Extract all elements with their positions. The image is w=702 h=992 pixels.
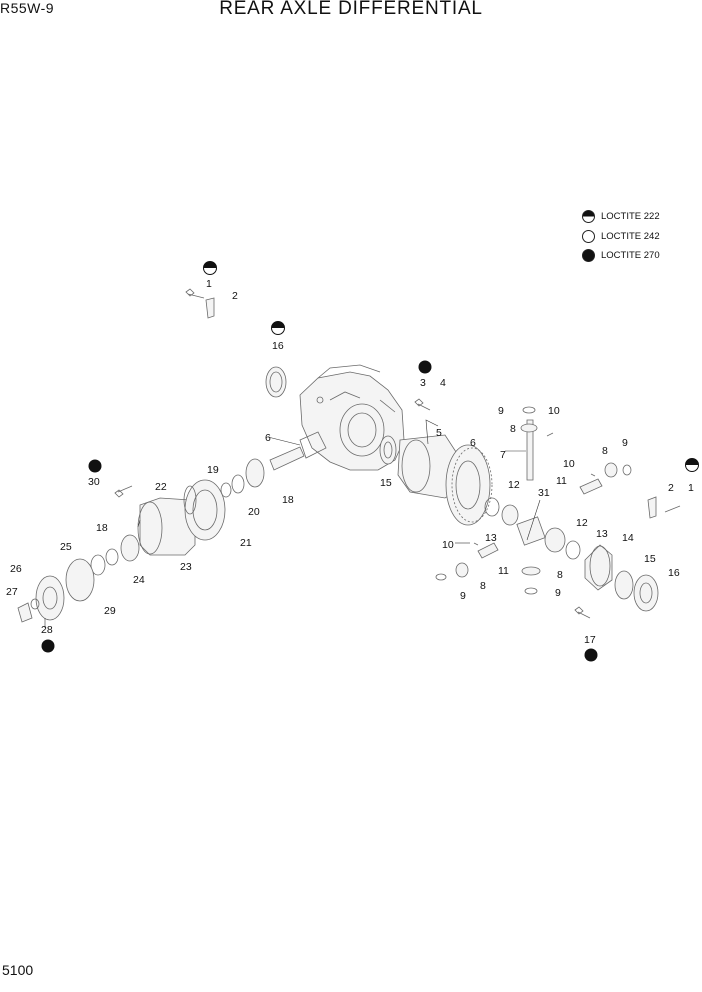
filled-circle-icon — [418, 360, 432, 374]
half-filled-circle-icon — [271, 321, 285, 335]
callout: 4 — [440, 377, 446, 389]
callout-labels: 1 2 16 3 4 6 5 7 8 9 10 9 8 10 11 6 19 2… — [6, 278, 694, 646]
diagram-title: REAR AXLE DIFFERENTIAL — [219, 0, 483, 19]
callout: 1 — [688, 482, 694, 494]
ring-gear — [445, 444, 493, 526]
callout: 12 — [508, 479, 520, 491]
callout: 6 — [470, 437, 476, 449]
callout: 11 — [556, 475, 567, 487]
bolt-17 — [574, 606, 591, 619]
callout: 9 — [498, 405, 504, 417]
callout: 22 — [155, 481, 167, 493]
callout: 8 — [557, 569, 563, 581]
callout: 11 — [498, 565, 509, 577]
bearing-15-16-right — [614, 570, 659, 612]
legend-item-loctite-242: LOCTITE 242 — [582, 230, 660, 243]
callout: 8 — [480, 580, 486, 592]
pinion-shaft — [269, 431, 327, 471]
open-circle-icon — [582, 230, 595, 243]
callout: 13 — [596, 528, 608, 540]
pinion-bearings — [90, 458, 265, 576]
callout: 25 — [60, 541, 72, 553]
half-filled-circle-icon — [582, 210, 595, 223]
callout: 9 — [622, 437, 628, 449]
spider-gears — [435, 406, 632, 595]
callout: 24 — [133, 574, 145, 586]
half-filled-circle-icon — [685, 458, 699, 472]
callout: 8 — [602, 445, 608, 457]
bolt-and-bracket-top — [185, 288, 215, 319]
callout: 12 — [576, 517, 588, 529]
callout: 29 — [104, 605, 116, 617]
legend-label: LOCTITE 270 — [601, 250, 660, 261]
legend-label: LOCTITE 222 — [601, 211, 660, 222]
case-half-right — [584, 544, 613, 591]
callout: 20 — [248, 506, 260, 518]
callout: 18 — [282, 494, 294, 506]
half-filled-circle-icon — [203, 261, 217, 275]
callout: 26 — [10, 563, 22, 575]
callout: 1 — [206, 278, 212, 290]
loctite-markers — [41, 261, 699, 662]
model-code: R55W-9 — [0, 0, 55, 16]
callout: 28 — [41, 624, 53, 636]
callout: 17 — [584, 634, 596, 646]
callout: 14 — [622, 532, 634, 544]
callout: 2 — [668, 482, 674, 494]
companion-flange — [17, 558, 95, 623]
callout: 23 — [180, 561, 192, 573]
callout: 3 — [420, 377, 426, 389]
page-number: 5100 — [2, 962, 34, 978]
bolt-30 — [114, 485, 133, 498]
callout: 31 — [538, 487, 550, 499]
callout: 30 — [88, 476, 100, 488]
callout: 16 — [668, 567, 680, 579]
callout: 13 — [485, 532, 497, 544]
callout: 27 — [6, 586, 18, 598]
callout: 19 — [207, 464, 219, 476]
callout: 15 — [380, 477, 392, 489]
bolt-3 — [414, 398, 431, 411]
callout: 15 — [644, 553, 656, 565]
leader-lines — [44, 419, 541, 628]
callout: 9 — [460, 590, 466, 602]
legend-item-loctite-270: LOCTITE 270 — [582, 249, 660, 262]
seal-16 — [265, 366, 287, 398]
filled-circle-icon — [88, 459, 102, 473]
callout: 5 — [436, 427, 442, 439]
callout: 6 — [265, 432, 271, 444]
callout: 21 — [240, 537, 252, 549]
bearing-retainer — [137, 479, 226, 556]
callout: 18 — [96, 522, 108, 534]
callout: 10 — [548, 405, 560, 417]
callout: 10 — [442, 539, 454, 551]
filled-circle-icon — [582, 249, 595, 262]
legend-label: LOCTITE 242 — [601, 231, 660, 242]
filled-circle-icon — [584, 648, 598, 662]
bracket-2-right — [647, 496, 681, 519]
filled-circle-icon — [41, 639, 55, 653]
legend-item-loctite-222: LOCTITE 222 — [582, 210, 660, 223]
callout: 7 — [500, 449, 506, 461]
callout: 16 — [272, 340, 284, 352]
callout: 10 — [563, 458, 575, 470]
axle-housing — [299, 364, 405, 471]
bearing-15-left — [379, 435, 397, 465]
callout: 8 — [510, 423, 516, 435]
callout: 9 — [555, 587, 561, 599]
callout: 2 — [232, 290, 238, 302]
